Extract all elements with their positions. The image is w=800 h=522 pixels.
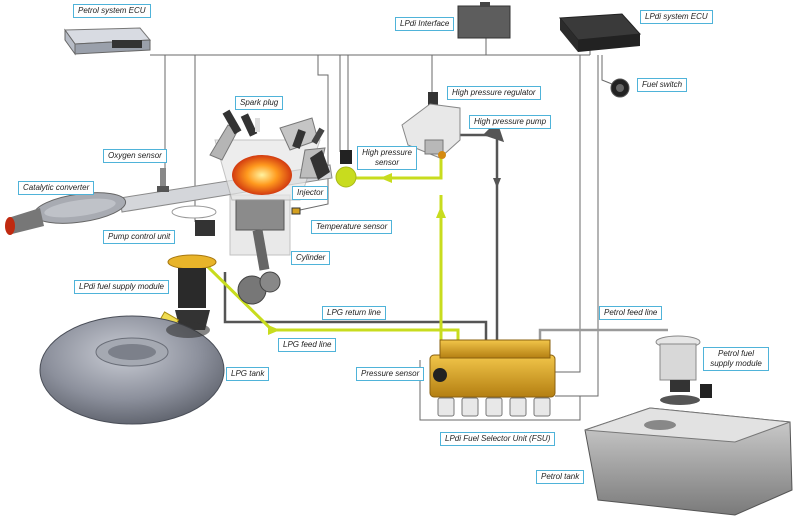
label-spark-plug: Spark plug: [235, 96, 284, 110]
engine-cylinder: [209, 117, 326, 305]
label-lpg-feed-line: LPG feed line: [278, 338, 337, 352]
label-temperature-sensor: Temperature sensor: [311, 220, 393, 234]
label-petrol-fuel-supply: Petrol fuel supply module: [703, 347, 769, 371]
label-cylinder: Cylinder: [291, 251, 331, 265]
tank-icon: [39, 315, 225, 425]
ecu-icon: [64, 27, 152, 56]
label-petrol-feed-line: Petrol feed line: [599, 306, 663, 320]
pump-control-unit-icon: [171, 205, 217, 236]
petrol-fuel-supply-module-icon: [655, 335, 712, 405]
label-lpdi-interface: LPdi Interface: [395, 17, 455, 31]
label-pump-control-unit: Pump control unit: [103, 230, 176, 244]
fsu-icon: [429, 339, 556, 417]
label-lpg-return-line: LPG return line: [322, 306, 386, 320]
label-catalytic-converter: Catalytic converter: [18, 181, 95, 195]
label-lpdi-fuel-supply: LPdi fuel supply module: [74, 280, 169, 294]
petrol-tank-icon: [584, 407, 793, 516]
label-hp-pump: High pressure pump: [469, 115, 552, 129]
label-hp-sensor: High pressure sensor: [357, 146, 417, 170]
wiring-harness: [150, 36, 613, 421]
label-hp-regulator: High pressure regulator: [447, 86, 541, 100]
fuel-switch-icon: [610, 78, 630, 98]
lpg-return-line-path: [455, 120, 505, 355]
pump-icon: [401, 92, 461, 159]
high-pressure-sensor-icon: [335, 150, 357, 188]
injector-icon: [310, 150, 330, 180]
label-lpdi-ecu: LPdi system ECU: [640, 10, 713, 24]
lpg-return-line-path-2: [223, 272, 488, 355]
lpdi-ecu-icon: [558, 13, 642, 52]
temperature-sensor-icon: [291, 207, 301, 215]
label-lpg-tank: LPG tank: [226, 367, 270, 381]
label-pressure-sensor: Pressure sensor: [356, 367, 425, 381]
spark-plug-icon: [222, 109, 325, 149]
petrol-feed-line-path: [538, 328, 668, 360]
label-oxygen-sensor: Oxygen sensor: [103, 149, 167, 163]
label-fsu: LPdi Fuel Selector Unit (FSU): [440, 432, 556, 446]
interface-icon: [457, 2, 511, 39]
label-petrol-tank: Petrol tank: [536, 470, 585, 484]
label-petrol-ecu: Petrol system ECU: [73, 4, 151, 18]
label-injector: Injector: [292, 186, 329, 200]
label-fuel-switch: Fuel switch: [637, 78, 688, 92]
